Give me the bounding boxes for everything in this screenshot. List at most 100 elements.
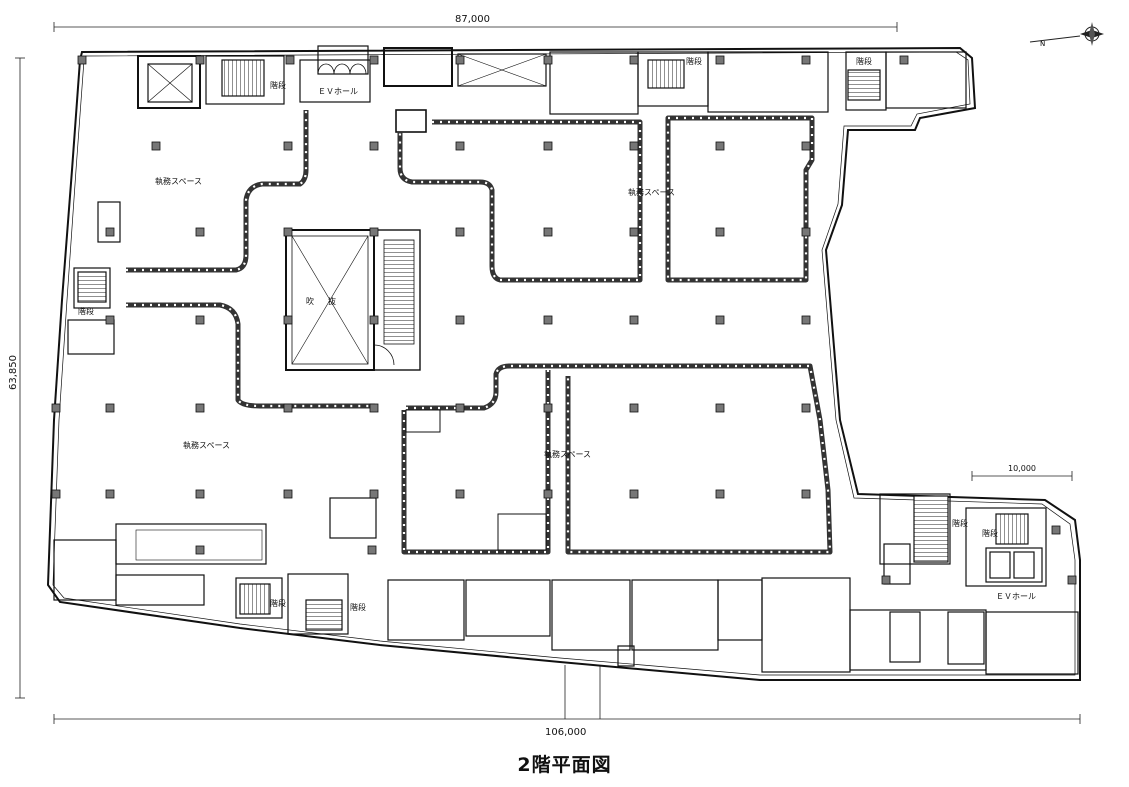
column — [369, 55, 379, 65]
column — [195, 55, 205, 65]
room-label-ev-hall-north: ＥＶホール — [318, 87, 358, 96]
column — [283, 489, 293, 499]
column — [283, 403, 293, 413]
column — [369, 227, 379, 237]
column — [801, 55, 811, 65]
column — [195, 545, 205, 555]
column — [283, 227, 293, 237]
column — [195, 227, 205, 237]
column — [367, 545, 377, 555]
column — [801, 227, 811, 237]
column — [801, 489, 811, 499]
room-label-stair-south-2: 階段 — [350, 602, 366, 612]
column — [369, 315, 379, 325]
room-label-stair-east-1: 階段 — [952, 518, 968, 528]
column — [629, 403, 639, 413]
column — [801, 315, 811, 325]
column — [455, 403, 465, 413]
column — [801, 403, 811, 413]
column — [455, 55, 465, 65]
room-label-stair-east-2: 階段 — [982, 528, 998, 538]
column — [629, 315, 639, 325]
column — [195, 315, 205, 325]
column — [715, 141, 725, 151]
room-label-office-ne: 執務スペース — [628, 187, 675, 197]
column — [629, 55, 639, 65]
column — [455, 227, 465, 237]
column — [715, 489, 725, 499]
column — [369, 489, 379, 499]
east-core — [879, 493, 1047, 587]
column — [1051, 525, 1061, 535]
column — [715, 403, 725, 413]
column — [105, 227, 115, 237]
column — [715, 55, 725, 65]
column — [151, 141, 161, 151]
column — [283, 141, 293, 151]
column — [195, 489, 205, 499]
room-label-stair-north: 階段 — [270, 80, 286, 90]
room-label-stair-north-2: 階段 — [686, 56, 702, 66]
atrium — [285, 229, 421, 371]
column — [543, 315, 553, 325]
room-label-office-c: 執務スペース — [544, 449, 591, 459]
west-core — [67, 201, 121, 355]
column — [543, 403, 553, 413]
building-outline — [46, 46, 1081, 681]
column — [369, 403, 379, 413]
office-nw-partition — [126, 110, 377, 410]
column — [543, 55, 553, 65]
north-arrow-label: N — [1040, 40, 1045, 48]
partition-ticks-ne — [398, 116, 814, 282]
column — [51, 489, 61, 499]
partition-ticks — [126, 110, 374, 408]
column — [105, 489, 115, 499]
column — [629, 489, 639, 499]
room-label-ev-hall-southeast: ＥＶホール — [996, 592, 1036, 601]
dimension-left-label: 63,850 — [8, 355, 19, 390]
column — [455, 489, 465, 499]
room-label-atrium-a: 吹 — [306, 296, 314, 306]
dimension-top — [53, 22, 898, 32]
column — [455, 315, 465, 325]
column — [195, 403, 205, 413]
column — [77, 55, 87, 65]
partition-ticks-c — [402, 364, 832, 554]
column — [369, 141, 379, 151]
north-core — [137, 45, 967, 133]
column — [543, 489, 553, 499]
room-label-stair-northeast: 階段 — [856, 56, 872, 66]
column — [629, 141, 639, 151]
office-c-partition — [401, 363, 833, 555]
dimension-small — [971, 471, 1073, 481]
column — [51, 403, 61, 413]
dimension-small-label: 10,000 — [1008, 464, 1036, 473]
south-rooms — [53, 497, 1079, 675]
dimension-bottom-label: 106,000 — [545, 727, 586, 738]
column — [285, 55, 295, 65]
dimension-top-label: 87,000 — [455, 14, 490, 25]
column — [283, 315, 293, 325]
dimension-left — [15, 57, 25, 699]
room-label-office-nw: 執務スペース — [155, 176, 202, 186]
column — [629, 227, 639, 237]
north-arrow-icon — [1029, 22, 1104, 46]
column — [881, 575, 891, 585]
column — [543, 227, 553, 237]
column — [899, 55, 909, 65]
room-label-stair-west: 階段 — [78, 306, 94, 316]
column — [715, 227, 725, 237]
column — [105, 315, 115, 325]
column — [1067, 575, 1077, 585]
column — [801, 141, 811, 151]
dimension-bottom — [53, 665, 1081, 724]
column — [105, 403, 115, 413]
office-c-rooms — [405, 409, 547, 551]
drawing-title: 2階平面図 — [517, 754, 612, 776]
column — [543, 141, 553, 151]
room-label-stair-south-1: 階段 — [270, 598, 286, 608]
column — [715, 315, 725, 325]
room-label-atrium-b: 抜 — [328, 296, 336, 306]
room-label-office-w: 執務スペース — [183, 440, 230, 450]
